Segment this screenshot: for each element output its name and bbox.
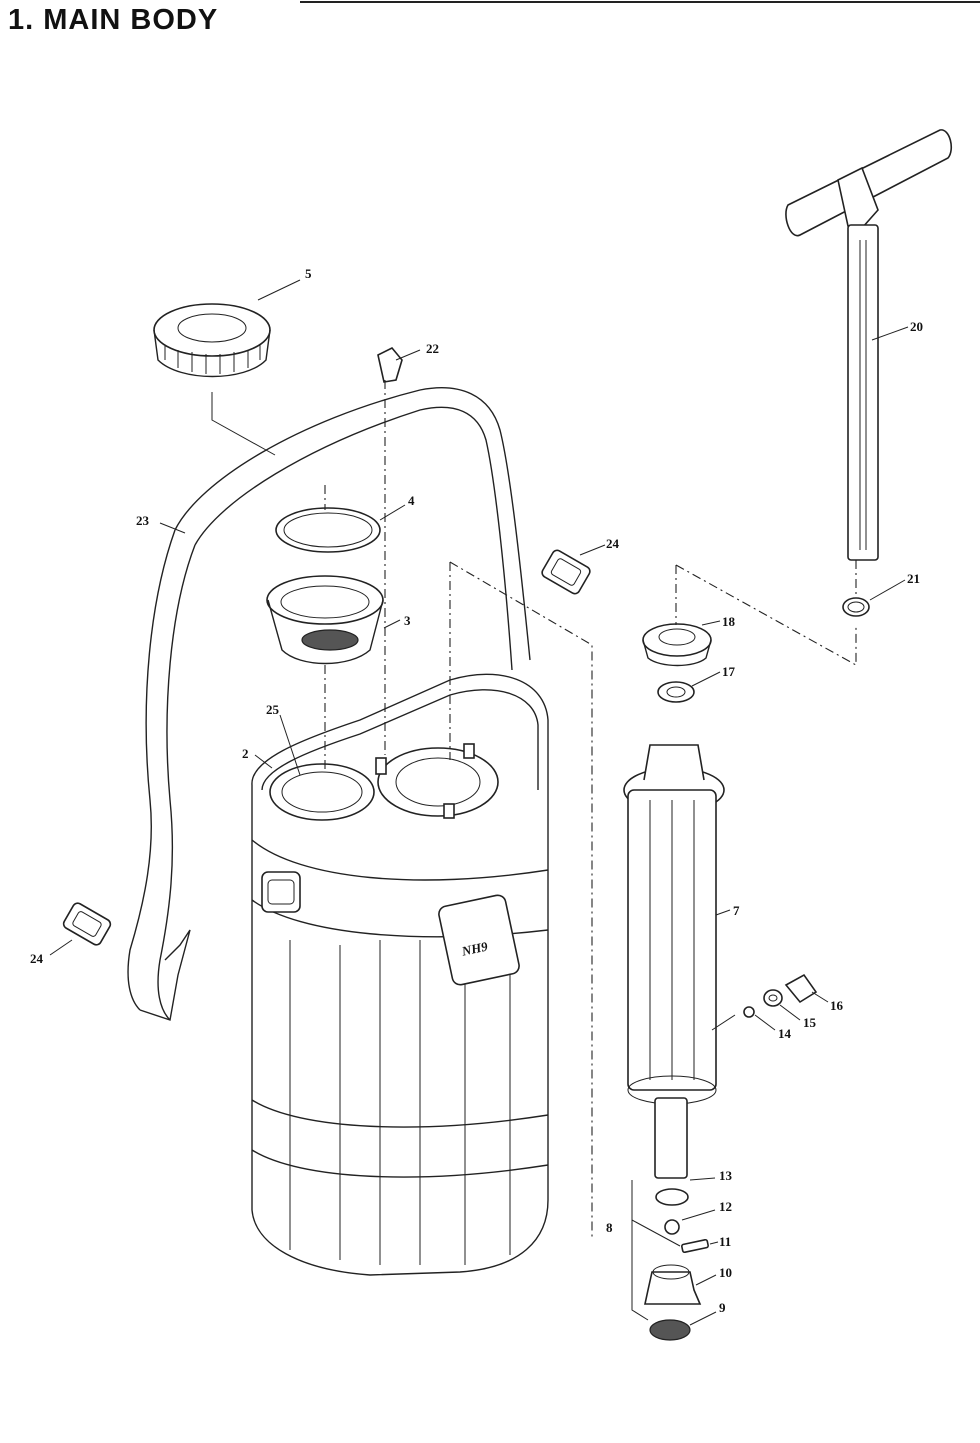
callout-9: 9 [719, 1300, 726, 1315]
tank-model-marking: NH9 [459, 938, 489, 958]
callout-12: 12 [719, 1199, 732, 1214]
callout-13: 13 [719, 1168, 733, 1183]
lid-gasket [275, 507, 381, 553]
callout-5: 5 [305, 266, 312, 281]
callout-18: 18 [722, 614, 736, 629]
pump-cap [642, 623, 712, 667]
tank-body: NH9 [251, 673, 549, 1276]
shoulder-strap [127, 387, 531, 1021]
tank-nameplate [438, 894, 520, 986]
pump-seal [657, 681, 695, 703]
tank-lid [153, 303, 271, 378]
callout-10: 10 [719, 1265, 732, 1280]
callout-2: 2 [242, 746, 249, 761]
callout-11: 11 [719, 1234, 731, 1249]
outlet-fittings [743, 973, 818, 1018]
callout-8: 8 [606, 1220, 613, 1235]
pump-handle [785, 129, 952, 561]
callout-labels: 2 3 4 5 7 8 9 10 11 12 13 14 15 16 17 18… [30, 266, 923, 1315]
callout-23: 23 [136, 513, 150, 528]
callout-17: 17 [722, 664, 736, 679]
callout-25: 25 [266, 702, 280, 717]
callout-20: 20 [910, 319, 923, 334]
callout-21: 21 [907, 571, 920, 586]
callout-4: 4 [408, 493, 415, 508]
strainer-basket [266, 575, 384, 665]
handle-o-ring [842, 597, 870, 617]
callout-leaders [49, 279, 909, 1326]
header-rule [300, 1, 980, 3]
callout-3: 3 [404, 613, 411, 628]
assembly-lines [211, 380, 857, 1321]
strap-buckle-left [62, 902, 112, 946]
callout-24-right: 24 [606, 536, 620, 551]
strap-buckle-right [541, 549, 591, 595]
callout-22: 22 [426, 341, 439, 356]
check-valve-parts [644, 1188, 709, 1341]
callout-16: 16 [830, 998, 844, 1013]
page-title: 1. MAIN BODY [8, 4, 219, 36]
callout-14: 14 [778, 1026, 792, 1041]
callout-15: 15 [803, 1015, 817, 1030]
pump-cylinder [623, 744, 725, 1179]
callout-7: 7 [733, 903, 740, 918]
valve-plug [377, 347, 403, 383]
callout-24-left: 24 [30, 951, 44, 966]
